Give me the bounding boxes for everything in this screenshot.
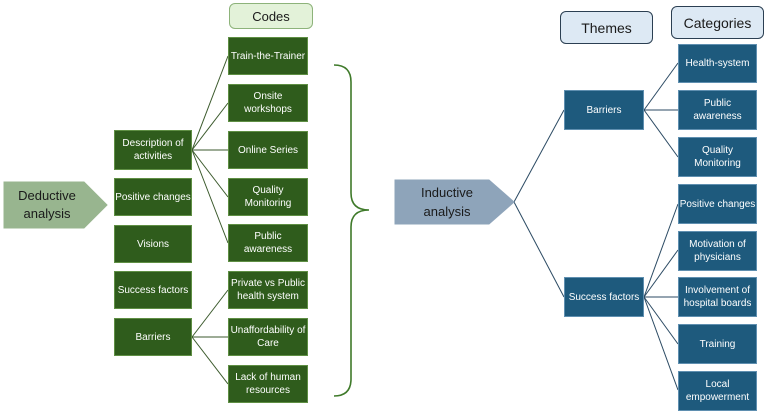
code-online-series: Online Series: [228, 131, 308, 169]
connectors-success-to-categories: [643, 203, 679, 391]
connectors: [191, 55, 679, 391]
inductive-analysis-label: Inductive analysis: [420, 185, 474, 219]
category-involvement-of-hospital-boards: Involvement of hospital boards: [678, 277, 757, 317]
categories-header: Categories: [671, 6, 764, 39]
theme-positive-changes: Positive changes: [114, 178, 192, 216]
theme-barriers-inductive: Barriers: [564, 90, 644, 130]
code-onsite-workshops: Onsite workshops: [228, 84, 308, 122]
code-public-awareness: Public awareness: [228, 224, 308, 262]
connectors-barriers-to-codes: [191, 289, 229, 385]
theme-barriers: Barriers: [114, 318, 192, 356]
category-local-empowerment: Local empowerment: [678, 371, 757, 411]
connectors-barriers-to-categories: [643, 62, 679, 158]
code-private-vs-public-health-system: Private vs Public health system: [228, 271, 308, 309]
inductive-arrow-shape: [394, 179, 515, 225]
category-health-system: Health-system: [678, 44, 757, 83]
category-public-awareness: Public awareness: [678, 90, 757, 130]
connectors-inductive-to-themes: [513, 109, 565, 298]
codes-header: Codes: [229, 3, 313, 29]
category-motivation-of-physicians: Motivation of physicians: [678, 231, 757, 271]
code-train-the-trainer: Train-the-Trainer: [228, 37, 308, 75]
connectors-description-to-codes: [191, 55, 229, 244]
code-unaffordability-of-care: Unaffordability of Care: [228, 318, 308, 356]
deductive-analysis-label: Deductive analysis: [18, 188, 76, 221]
category-training: Training: [678, 324, 757, 364]
theme-description-of-activities: Description of activities: [114, 130, 192, 170]
curly-brace: [333, 64, 370, 397]
theme-success-factors-inductive: Success factors: [564, 277, 644, 317]
theme-success-factors: Success factors: [114, 271, 192, 309]
code-quality-monitoring: Quality Monitoring: [228, 178, 308, 216]
category-positive-changes: Positive changes: [678, 184, 757, 224]
category-quality-monitoring: Quality Monitoring: [678, 137, 757, 177]
code-lack-of-human-resources: Lack of human resources: [228, 365, 308, 403]
deductive-arrow-shape: [3, 181, 108, 229]
theme-visions: Visions: [114, 225, 192, 263]
themes-header: Themes: [560, 11, 653, 44]
